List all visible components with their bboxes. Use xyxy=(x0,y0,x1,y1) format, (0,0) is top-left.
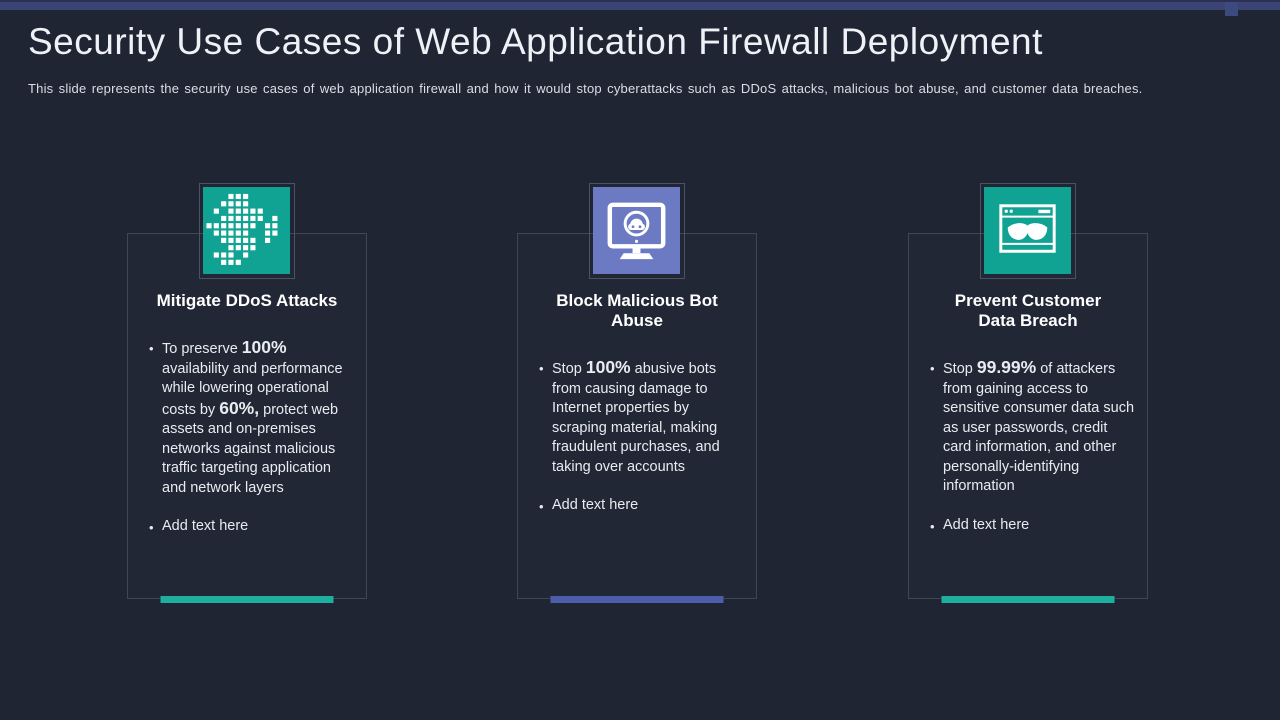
bullet-item: Add text here xyxy=(148,517,354,537)
card-block-bot-abuse: Block Malicious Bot Abuse Stop 100% abus… xyxy=(517,183,757,603)
bullet-item: Stop 99.99% of attackers from gaining ac… xyxy=(929,357,1135,497)
card-accent-bar xyxy=(941,596,1115,603)
masked-browser-icon xyxy=(984,187,1071,274)
bullet-text: Add text here xyxy=(162,518,249,534)
card-bullet-list: To preserve 100% availability and perfor… xyxy=(128,337,366,537)
card-accent-bar xyxy=(160,596,334,603)
bullet-text: To preserve 100% availability and perfor… xyxy=(162,337,343,496)
top-accent-notch xyxy=(1225,2,1238,16)
bot-monitor-icon xyxy=(593,187,680,274)
bullet-text: Stop 99.99% of attackers from gaining ac… xyxy=(943,357,1135,494)
card-accent-bar xyxy=(550,596,724,603)
bullet-text: Add text here xyxy=(552,497,639,513)
card-prevent-data-breach: Prevent Customer Data Breach Stop 99.99%… xyxy=(908,183,1148,603)
top-accent-bar xyxy=(0,0,1280,16)
card-title: Block Malicious Bot Abuse xyxy=(556,291,718,330)
card-bullet-list: Stop 100% abusive bots from causing dama… xyxy=(518,357,756,516)
card-bullet-list: Stop 99.99% of attackers from gaining ac… xyxy=(909,357,1147,535)
slide-title: Security Use Cases of Web Application Fi… xyxy=(28,21,1043,62)
bullet-text: Add text here xyxy=(943,516,1030,533)
bullet-item: Stop 100% abusive bots from causing dama… xyxy=(538,357,744,477)
bullet-item: Add text here xyxy=(929,516,1135,535)
slide-subtitle: This slide represents the security use c… xyxy=(28,81,1143,96)
bullet-text: Stop 100% abusive bots from causing dama… xyxy=(552,357,720,475)
icon-frame xyxy=(589,183,685,279)
icon-frame xyxy=(199,183,295,279)
icon-frame xyxy=(980,183,1076,279)
card-title: Mitigate DDoS Attacks xyxy=(156,291,338,310)
card-title: Prevent Customer Data Breach xyxy=(954,291,1102,330)
card-mitigate-ddos: Mitigate DDoS Attacks To preserve 100% a… xyxy=(127,183,367,603)
bullet-item: Add text here xyxy=(538,496,744,516)
bullet-item: To preserve 100% availability and perfor… xyxy=(148,337,354,498)
ddos-pixel-burst-icon xyxy=(203,187,290,274)
